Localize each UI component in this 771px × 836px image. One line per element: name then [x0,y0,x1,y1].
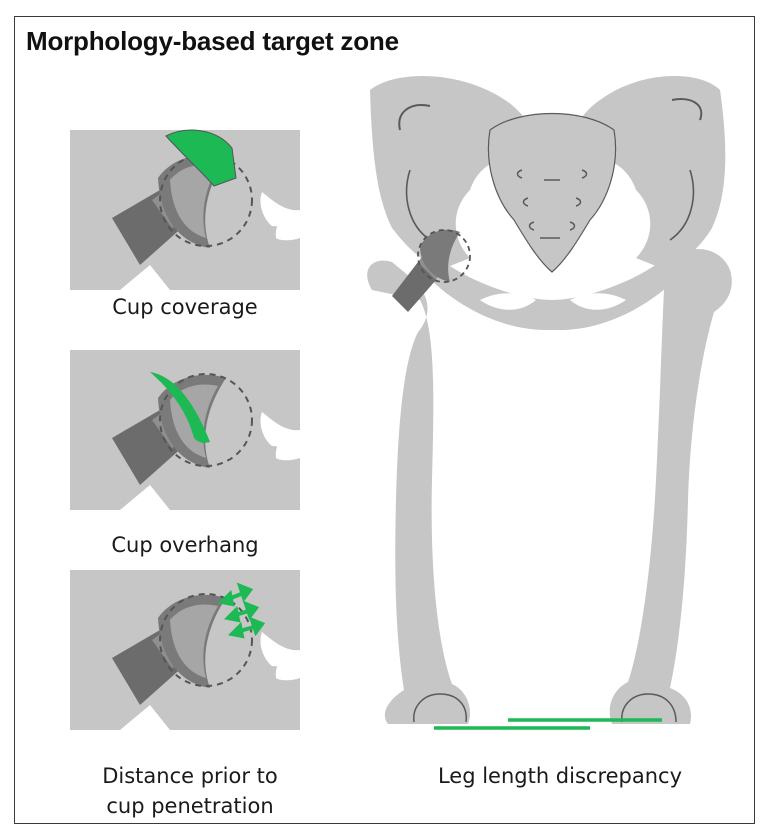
caption-distance-line1: Distance prior to [60,761,320,791]
panel-cup-coverage [70,130,300,290]
panel-distance-prior [70,570,300,730]
caption-cup-coverage: Cup coverage [70,292,300,322]
pelvis-figure [367,76,732,728]
panel-cup-overhang [70,350,300,510]
caption-leg-length: Leg length discrepancy [390,761,730,791]
caption-cup-overhang: Cup overhang [70,530,300,560]
caption-distance-line2: cup penetration [60,791,320,821]
